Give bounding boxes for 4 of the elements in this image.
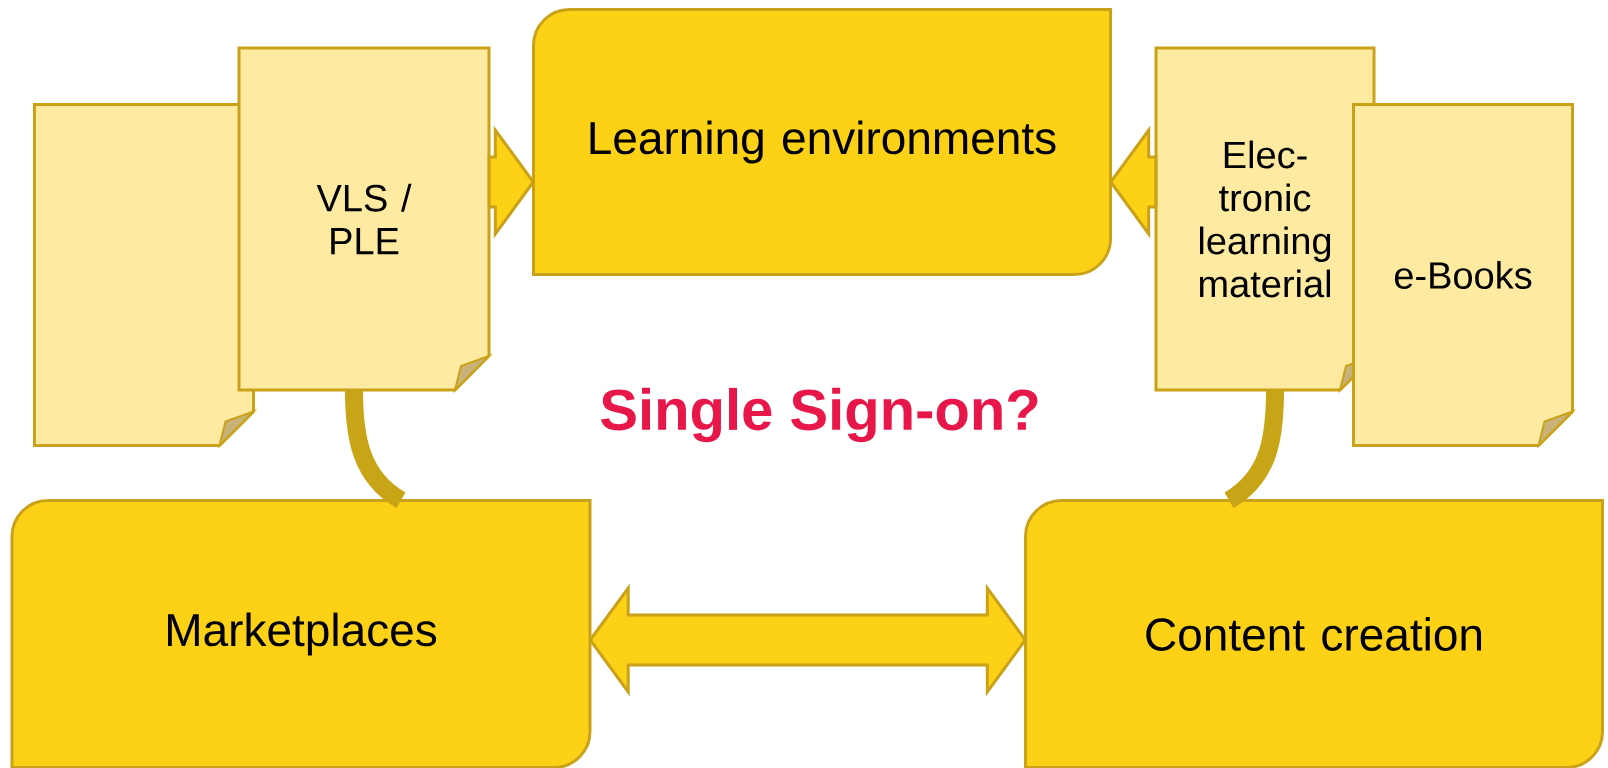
heading-text: Single Sign-on? <box>601 387 1038 443</box>
rounded-box: Content creation <box>1024 499 1604 768</box>
rounded-box: Learning environments <box>532 8 1112 276</box>
rounded-box: Marketplaces <box>10 499 592 768</box>
